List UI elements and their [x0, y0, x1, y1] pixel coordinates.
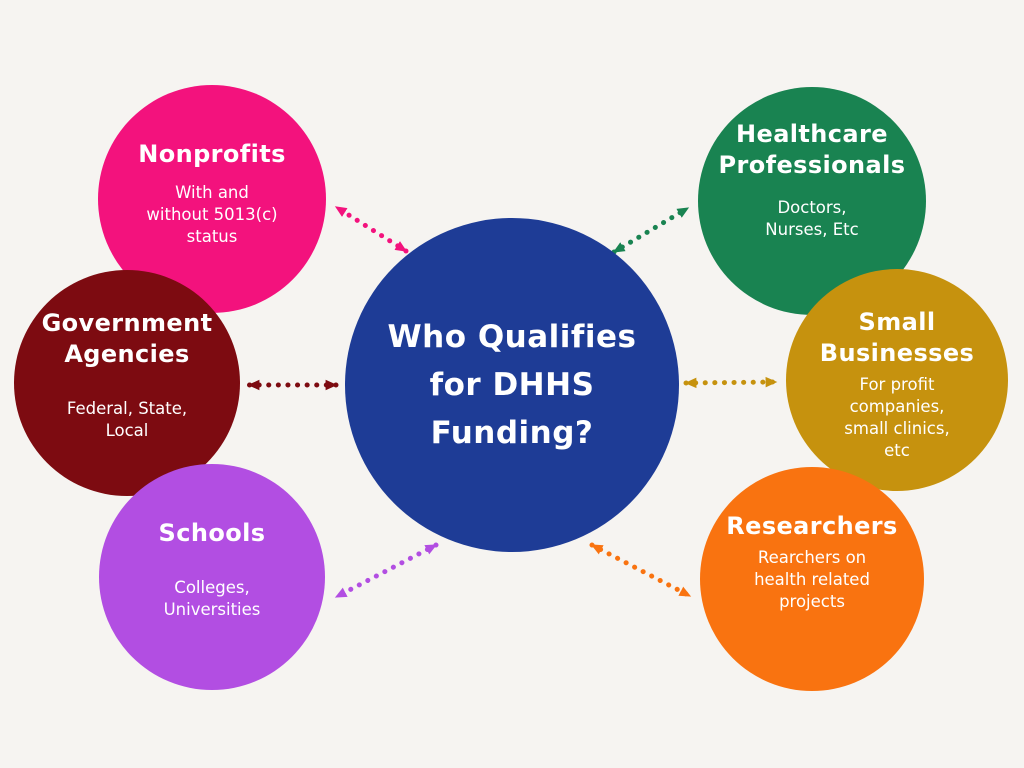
- node-healthcare-professionals-description: Doctors, Nurses, Etc: [765, 198, 859, 240]
- node-government-agencies-description: Federal, State, Local: [66, 399, 188, 441]
- center-node: Who Qualifies for DHHS Funding?: [345, 218, 679, 552]
- node-small-businesses-title: Small Businesses: [819, 308, 975, 368]
- node-nonprofits-description: With and without 5013(c) status: [146, 183, 278, 246]
- connector-healthcare-professionals: [611, 205, 691, 255]
- connector-researchers: [589, 542, 693, 599]
- node-researchers-description: Rearchers on health related projects: [754, 548, 870, 611]
- connector-nonprofits: [333, 204, 409, 254]
- node-schools: Schools Colleges, Universities: [99, 464, 325, 690]
- connector-small-businesses: [683, 376, 779, 389]
- node-researchers: Researchers Rearchers on health related …: [700, 467, 924, 691]
- node-schools-description: Colleges, Universities: [163, 578, 261, 619]
- node-government-agencies-title: Government Agencies: [41, 309, 213, 369]
- node-researchers-title: Researchers: [726, 512, 898, 540]
- node-government-agencies: Government Agencies Federal, State, Loca…: [14, 270, 240, 496]
- node-schools-title: Schools: [158, 519, 266, 547]
- connector-schools: [333, 542, 439, 600]
- node-small-businesses: Small Businesses For profit companies, s…: [786, 269, 1008, 491]
- node-nonprofits-title: Nonprofits: [138, 140, 286, 168]
- center-node-title: Who Qualifies for DHHS Funding?: [387, 318, 637, 452]
- node-healthcare-professionals-title: Healthcare Professionals: [718, 120, 906, 180]
- node-small-businesses-description: For profit companies, small clinics, etc: [844, 375, 950, 460]
